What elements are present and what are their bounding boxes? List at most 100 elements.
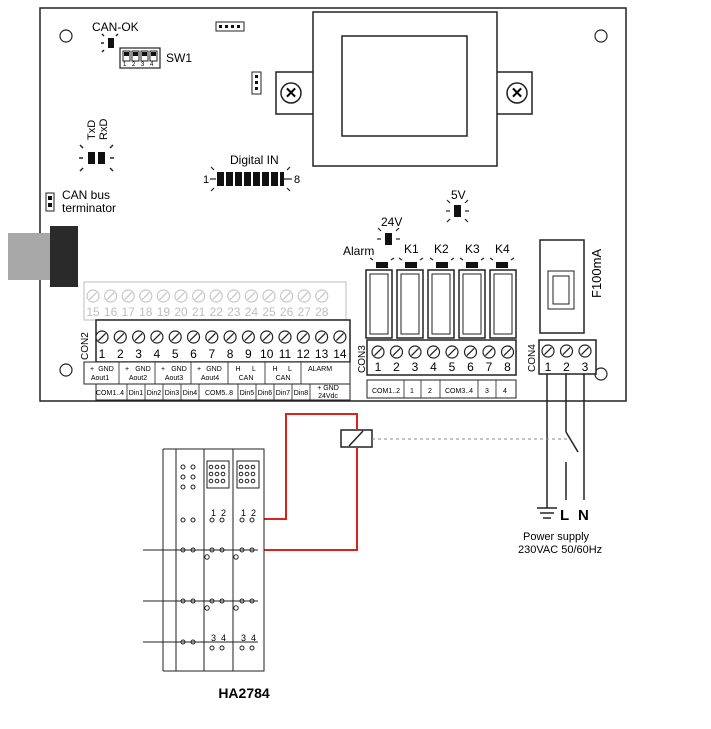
screw-icon: ✕	[285, 85, 298, 102]
screw-slot	[392, 347, 401, 357]
connector-pin	[208, 471, 214, 477]
con2-label: CON2	[80, 332, 91, 360]
con2-legend-text: Din6	[258, 390, 273, 397]
digital-in-leds	[210, 166, 292, 192]
dip-number: 4	[150, 62, 154, 68]
screw-slot	[262, 332, 271, 342]
contact-dot	[219, 645, 225, 651]
relay-label-k1: K1	[404, 242, 419, 256]
connector-pin	[214, 471, 220, 477]
con2-pin-number: 26	[280, 305, 294, 319]
alarm-label: Alarm	[343, 244, 374, 258]
con2-pin-number: 22	[210, 305, 224, 319]
screw-slot	[300, 291, 309, 301]
con2-pin-number: 28	[315, 305, 329, 319]
con2-legend-text: Din5	[240, 390, 255, 397]
screw-slot	[97, 332, 107, 342]
con2-pin-number: 6	[190, 347, 197, 361]
screw-slot	[264, 291, 274, 301]
screw-slot	[207, 332, 216, 342]
screw-slot	[212, 291, 221, 301]
con2-legend-text: GND	[98, 366, 114, 373]
ha2784-contact-number: 4	[221, 633, 226, 643]
connector-pin	[238, 478, 244, 484]
pin-header	[251, 71, 262, 95]
rxd-label: RxD	[98, 119, 110, 140]
connector-pin	[250, 464, 256, 470]
relay-label-k4: K4	[495, 242, 510, 256]
connector-pin	[244, 471, 250, 477]
con3-pin-number: 8	[504, 360, 511, 374]
screw-slot	[317, 291, 326, 301]
con2-pin-number: 2	[117, 347, 124, 361]
connector-pin	[214, 464, 220, 470]
con2-legend-text: H	[272, 366, 277, 373]
con2-legend-text: 24Vdc	[318, 393, 338, 400]
con2-pin-number: 27	[298, 305, 312, 319]
can-ok-label: CAN-OK	[92, 20, 139, 34]
con3-legend-text: 4	[503, 388, 507, 395]
contact-dot	[233, 605, 239, 611]
can-ok-led	[101, 33, 119, 53]
contact-dot	[239, 517, 245, 523]
screw-slot	[410, 347, 420, 357]
con2-legend-text: GND	[171, 366, 187, 373]
screw-slot	[447, 347, 457, 357]
mounting-hole	[59, 363, 73, 377]
screw-slot	[176, 291, 186, 301]
screw-slot	[543, 346, 553, 356]
con2-pin-number: 7	[208, 347, 215, 361]
connector-pin	[244, 464, 250, 470]
con2-legend-text: +	[125, 366, 129, 373]
pin-header	[215, 21, 245, 32]
con2-pin-number: 1	[99, 347, 106, 361]
connector-pin	[220, 471, 226, 477]
screw-slot	[152, 332, 161, 342]
con2-pin-number: 19	[157, 305, 171, 319]
screw-slot	[429, 347, 438, 357]
led-24v-label: 24V	[381, 215, 402, 229]
con3-pin-number: 4	[430, 360, 437, 374]
con3-legend-text: 3	[485, 388, 489, 395]
con3-legend-text: COM1..2	[372, 388, 400, 395]
screw-slot	[335, 332, 344, 342]
con2-pin-number: 15	[86, 305, 100, 319]
power-supply-label: Power supply	[523, 531, 590, 543]
con2-legend-text: H	[235, 366, 240, 373]
con2-legend-text: Aout2	[129, 375, 147, 382]
screw-slot	[282, 291, 291, 301]
con2-pin-number: 14	[333, 347, 347, 361]
ha2784-contact-number: 1	[241, 508, 246, 518]
contact-dot	[190, 464, 196, 470]
con2-legend-text: COM5..8	[205, 390, 233, 397]
con3-pin-number: 5	[449, 360, 456, 374]
con2-pin-number: 8	[227, 347, 234, 361]
screw-slot	[189, 332, 198, 342]
con2-pin-number: 18	[139, 305, 153, 319]
mounting-hole	[59, 29, 73, 43]
con2-pin-number: 23	[227, 305, 241, 319]
con2-legend-text: Din7	[276, 390, 291, 397]
device-name: HA2784	[218, 685, 270, 701]
relay-label-k3: K3	[465, 242, 480, 256]
contact-dot	[204, 554, 210, 560]
screw-slot	[503, 347, 512, 357]
screw-slot	[299, 332, 308, 342]
con4-pin-number: 2	[563, 360, 570, 374]
con3-legend-text: 1	[410, 388, 414, 395]
connector-pin	[250, 478, 256, 484]
screw-slot	[106, 291, 115, 301]
con2-legend-text: Aout4	[201, 375, 219, 382]
con3-terminal-block	[366, 339, 517, 376]
con2-pin-number: 5	[172, 347, 179, 361]
contact-dot	[180, 474, 186, 480]
connector-pin	[214, 478, 220, 484]
con4-label: CON4	[527, 344, 538, 372]
screw-slot	[247, 291, 256, 301]
con2-legend-text: +	[90, 366, 94, 373]
digital-in-start: 1	[203, 174, 209, 186]
con2-legend-text: + GND	[317, 385, 339, 392]
contact-dot	[239, 645, 245, 651]
